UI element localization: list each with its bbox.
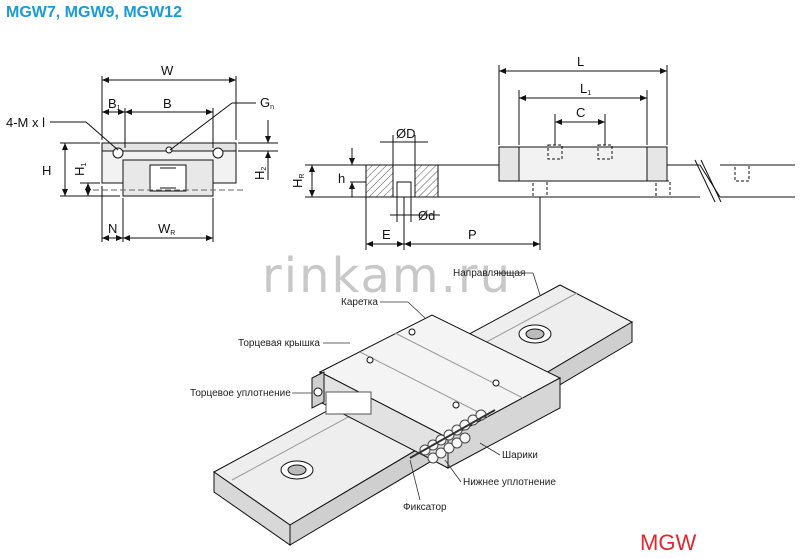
dim-H: H xyxy=(42,163,51,178)
dim-h: h xyxy=(338,171,345,186)
dim-P: P xyxy=(468,227,477,242)
front-view-labels: W B1 B Gn 4-M x l H H1 H2 N WR xyxy=(6,63,274,237)
dim-d: Ød xyxy=(418,208,435,223)
dim-HR: HR xyxy=(290,174,306,188)
label-retainer: Фиксатор xyxy=(403,502,447,513)
label-end-seal: Торцевое уплотнение xyxy=(190,388,291,399)
callout-leaders xyxy=(292,272,541,501)
label-bottom-seal: Нижнее уплотнение xyxy=(463,477,556,488)
side-carriage xyxy=(498,146,668,182)
dim-W: W xyxy=(161,63,174,78)
front-view xyxy=(50,76,278,242)
watermark: rinkam.ru xyxy=(262,248,513,304)
dim-C: C xyxy=(576,105,585,120)
label-end-cap: Торцевая крышка xyxy=(238,338,320,349)
label-rail: Направляющая xyxy=(453,268,525,279)
dim-B: B xyxy=(163,96,172,111)
dim-Gn: Gn xyxy=(260,95,274,111)
dim-D: ØD xyxy=(396,126,416,141)
dim-WR: WR xyxy=(158,221,175,237)
callout-labels: Направляющая Каретка Торцевая крышка Тор… xyxy=(190,268,556,513)
dim-E: E xyxy=(382,227,391,242)
side-view xyxy=(305,65,795,250)
series-code: MGW xyxy=(640,530,697,555)
dim-H1: H1 xyxy=(72,163,88,176)
isometric-view xyxy=(213,284,634,546)
label-carriage: Каретка xyxy=(341,297,378,308)
dim-L1: L1 xyxy=(580,81,591,97)
label-balls: Шарики xyxy=(502,450,538,461)
dim-N: N xyxy=(108,221,117,236)
dim-B1: B1 xyxy=(108,96,121,112)
page-title: MGW7, MGW9, MGW12 xyxy=(6,4,182,21)
dim-4-M-x-l: 4-M x l xyxy=(6,115,45,130)
dim-H2: H2 xyxy=(252,167,268,180)
dim-L: L xyxy=(577,54,584,69)
side-view-labels: L L1 C ØD Ød h HR E P xyxy=(290,54,591,242)
